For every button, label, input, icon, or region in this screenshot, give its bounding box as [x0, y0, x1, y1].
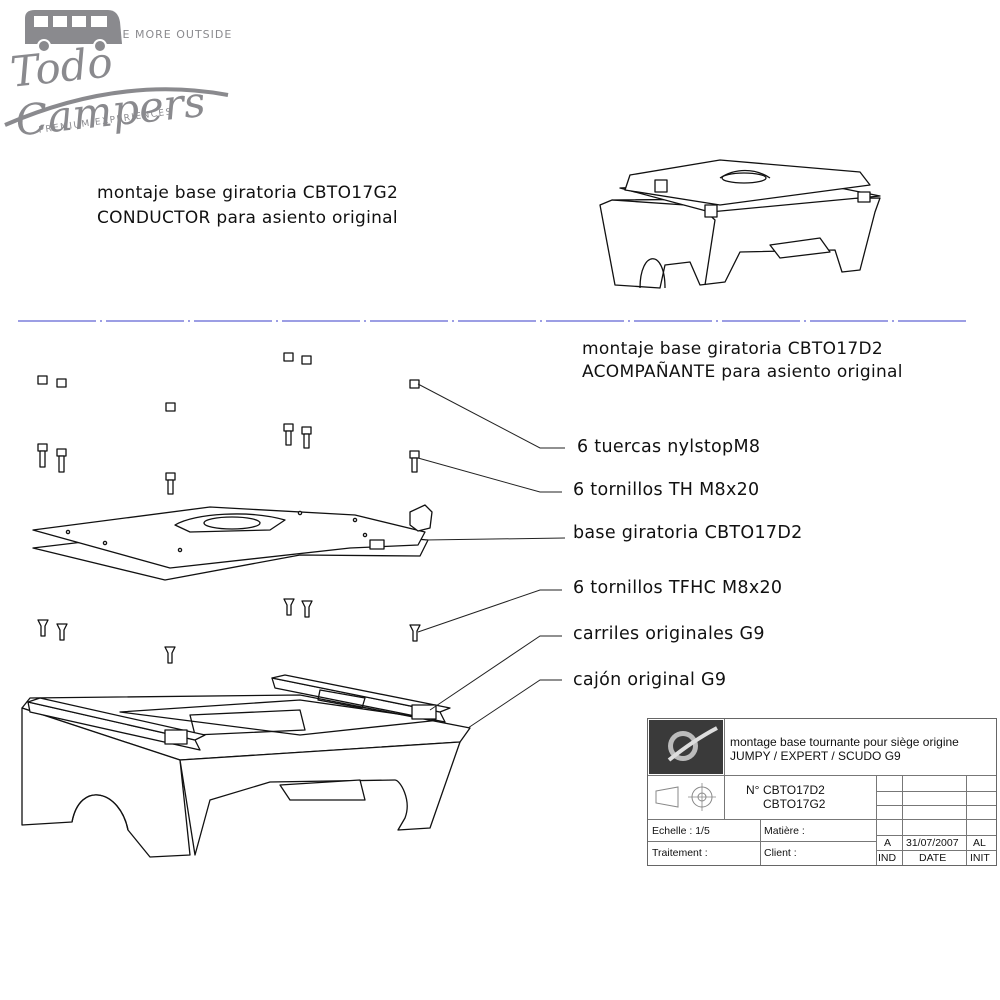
- callout-nuts: 6 tuercas nylstopM8: [577, 437, 761, 457]
- leader-countersunk: [417, 589, 562, 633]
- column-date: DATE: [919, 852, 947, 864]
- top-caption-line2: CONDUCTOR para asiento original: [97, 208, 398, 228]
- countersunk-screws: [37, 598, 421, 664]
- drawing-title-block: montage base tournante pour siège origin…: [647, 718, 997, 866]
- leader-nuts: [417, 383, 565, 449]
- treatment-label: Traitement :: [652, 847, 708, 859]
- nylstop-nuts: [37, 352, 420, 412]
- callout-rails: carriles originales G9: [573, 624, 765, 644]
- callout-hex-bolts: 6 tornillos TH M8x20: [573, 480, 760, 500]
- material-label: Matière :: [764, 825, 805, 837]
- client-label: Client :: [764, 847, 797, 859]
- part-number-2: CBTO17G2: [763, 797, 826, 811]
- title-description-line1: montage base tournante pour siège origin…: [730, 735, 959, 749]
- logo-tagline: BE MORE OUTSIDE: [114, 28, 233, 41]
- callout-countersunk: 6 tornillos TFHC M8x20: [573, 578, 783, 598]
- top-caption-line1: montaje base giratoria CBTO17G2: [97, 183, 399, 203]
- column-init: INIT: [970, 852, 990, 864]
- todo-campers-logo: BE MORE OUTSIDE Todo Campers PREMIUM EXP…: [0, 0, 260, 150]
- original-rails: [27, 674, 451, 751]
- small-assembly-illustration: [599, 159, 881, 289]
- part-number-1: CBTO17D2: [763, 783, 825, 797]
- bottom-caption-line1: montaje base giratoria CBTO17D2: [582, 339, 883, 359]
- swivel-base-plates: [32, 504, 433, 581]
- scale-label: Echelle : 1/5: [652, 825, 710, 837]
- leader-box: [467, 679, 562, 729]
- number-prefix: N°: [746, 783, 760, 797]
- van-icon: [4, 10, 229, 127]
- leader-rails: [429, 635, 562, 711]
- column-ind: IND: [878, 852, 897, 864]
- revision-initials: AL: [973, 837, 986, 849]
- leader-hex-bolts: [417, 457, 562, 493]
- leader-lines: [417, 383, 566, 729]
- company-emblem-icon: [649, 720, 723, 774]
- projection-symbol-icon: [655, 783, 716, 811]
- leader-base: [424, 537, 566, 541]
- revision-date: 31/07/2007: [906, 837, 959, 849]
- original-seat-box: [21, 694, 471, 858]
- hex-bolts: [37, 423, 420, 495]
- revision-index: A: [884, 837, 892, 849]
- title-description-line2: JUMPY / EXPERT / SCUDO G9: [730, 749, 901, 763]
- callout-swivel-base: base giratoria CBTO17D2: [573, 523, 803, 543]
- bottom-caption-line2: ACOMPAÑANTE para asiento original: [582, 362, 903, 382]
- callout-box: cajón original G9: [573, 670, 727, 690]
